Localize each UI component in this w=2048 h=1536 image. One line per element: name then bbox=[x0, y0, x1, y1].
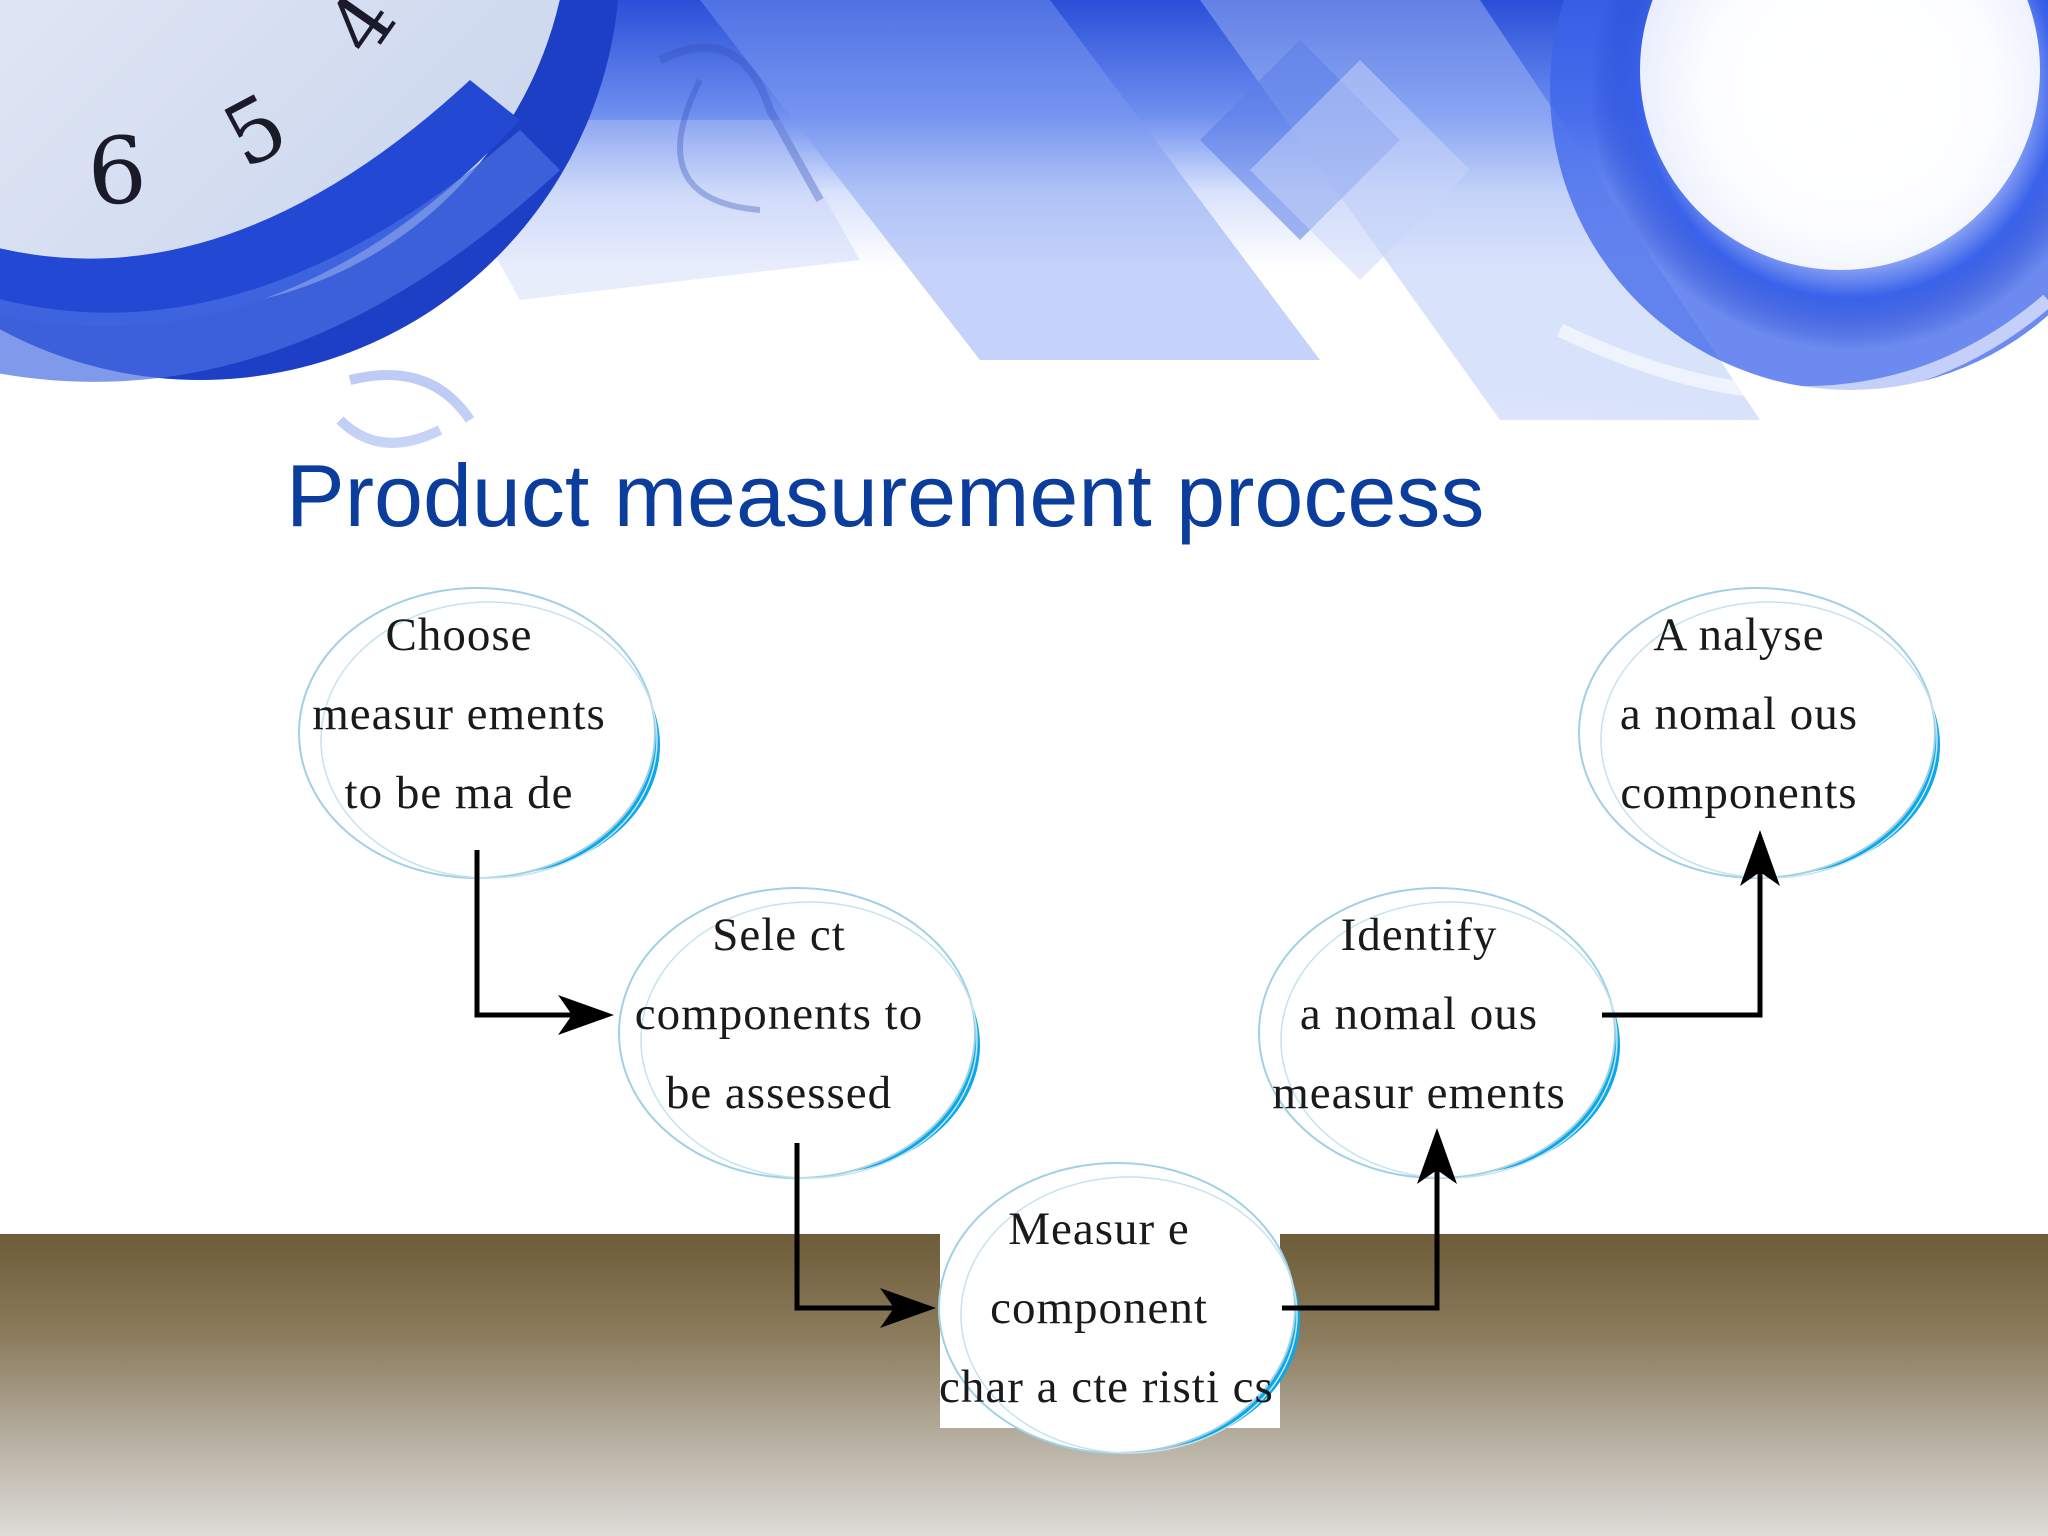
slide-title: Product measurement process bbox=[286, 446, 1485, 545]
node-label-line: be assessed bbox=[665, 1067, 893, 1119]
node-label-select: Sele ct components to be assessed bbox=[619, 896, 939, 1133]
node-label-analyse: A nalyse a nomal ous components bbox=[1579, 596, 1899, 833]
node-label-line: measur ements bbox=[1272, 1067, 1566, 1119]
node-label-choose: Choose measur ements to be ma de bbox=[299, 596, 619, 833]
node-label-line: char a cte risti cs bbox=[939, 1361, 1274, 1413]
node-label-identify: Identify a nomal ous measur ements bbox=[1259, 896, 1579, 1133]
connector-select-to-measure bbox=[794, 1143, 912, 1311]
node-label-line: Sele ct bbox=[712, 909, 846, 961]
connector-measure-to-identify bbox=[1282, 1150, 1440, 1311]
node-label-line: component bbox=[990, 1282, 1208, 1334]
node-measure-characteristics bbox=[938, 1162, 1300, 1454]
arrowhead-to-identify bbox=[1417, 1128, 1457, 1184]
node-label-line: to be ma de bbox=[344, 767, 574, 819]
node-choose-measurements bbox=[298, 587, 660, 879]
node-label-line: measur ements bbox=[312, 688, 606, 740]
node-label-line: Measur e bbox=[1008, 1203, 1190, 1255]
node-label-line: components bbox=[1620, 767, 1858, 819]
node-label-line: A nalyse bbox=[1653, 609, 1825, 661]
arrowhead-to-measure bbox=[880, 1288, 936, 1328]
arrowhead-to-select bbox=[558, 995, 614, 1035]
connector-choose-to-select bbox=[474, 850, 590, 1018]
node-select-components bbox=[618, 887, 980, 1179]
node-label-line: a nomal ous bbox=[1299, 988, 1539, 1040]
node-label-line: components to bbox=[634, 988, 924, 1040]
connector-identify-to-analyse bbox=[1602, 852, 1763, 1018]
node-analyse-components bbox=[1578, 587, 1940, 879]
node-identify-anomalous bbox=[1258, 887, 1620, 1179]
node-label-line: a nomal ous bbox=[1619, 688, 1859, 740]
node-label-measure: Measur e component char a cte risti cs bbox=[939, 1190, 1274, 1427]
node-label-line: Choose bbox=[385, 609, 533, 661]
clock-numeral-6: 6 bbox=[84, 116, 150, 227]
node-label-line: Identify bbox=[1340, 909, 1498, 961]
arrowhead-to-analyse bbox=[1740, 830, 1780, 886]
